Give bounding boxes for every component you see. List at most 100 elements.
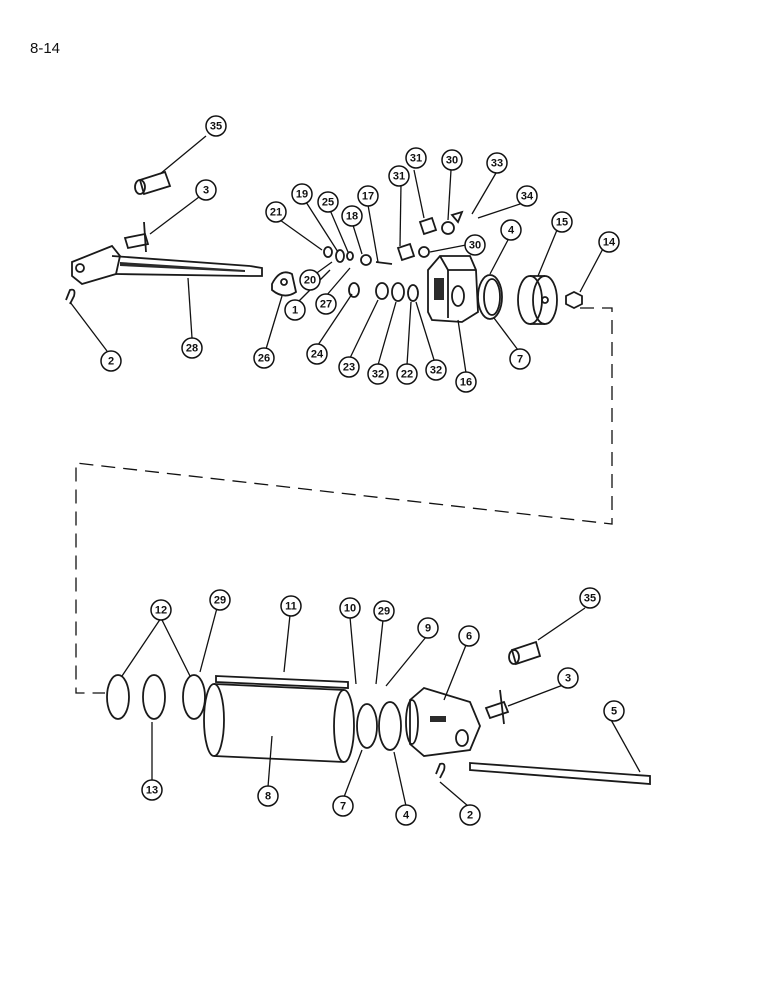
callout-label: 2 [467, 810, 473, 822]
callout-circle [458, 625, 480, 647]
callout-circle [315, 293, 337, 315]
callout-c32b: 32 [425, 359, 447, 381]
part-pin-35-upper [134, 170, 172, 196]
part-ring-7-lower [356, 703, 378, 749]
callout-circle [417, 617, 439, 639]
callout-c5: 5 [603, 700, 625, 722]
callout-label: 33 [491, 158, 503, 170]
callout-c7a: 7 [509, 348, 531, 370]
callout-label: 23 [343, 362, 355, 374]
callout-c30a: 30 [441, 149, 463, 171]
callout-c18: 18 [341, 205, 363, 227]
callout-c3b: 3 [557, 667, 579, 689]
callout-label: 12 [155, 605, 167, 617]
callout-circle [357, 185, 379, 207]
callout-label: 8 [265, 791, 271, 803]
callout-c2a: 2 [100, 350, 122, 372]
callout-circle [373, 600, 395, 622]
part-rod-28 [71, 244, 263, 285]
callout-c29a: 29 [209, 589, 231, 611]
callout-circle [459, 804, 481, 826]
callout-c11: 11 [280, 595, 302, 617]
callout-circle [500, 219, 522, 241]
callout-circle [141, 779, 163, 801]
callout-c30b: 30 [464, 234, 486, 256]
callout-circle [551, 211, 573, 233]
callout-circle [291, 183, 313, 205]
callout-circle [396, 363, 418, 385]
callout-c27: 27 [315, 293, 337, 315]
callout-circle [579, 587, 601, 609]
callout-label: 16 [460, 377, 472, 389]
callout-circle [603, 700, 625, 722]
callout-circle [441, 149, 463, 171]
part-piston-15 [517, 275, 558, 325]
part-nut-14 [565, 290, 583, 310]
callout-c14: 14 [598, 231, 620, 253]
callout-label: 35 [210, 121, 222, 133]
callout-label: 31 [410, 153, 422, 165]
callout-c29b: 29 [373, 600, 395, 622]
callout-circle [338, 356, 360, 378]
callout-label: 25 [322, 197, 334, 209]
callout-c8: 8 [257, 785, 279, 807]
callout-c22: 22 [396, 363, 418, 385]
callout-circle [209, 589, 231, 611]
callout-label: 34 [521, 191, 534, 203]
leader-lines [69, 135, 641, 807]
callout-label: 10 [344, 603, 356, 615]
part-cylinder-barrel-8 [203, 683, 355, 763]
callout-circle [425, 359, 447, 381]
callout-c7b: 7 [332, 795, 354, 817]
callout-c32a: 32 [367, 363, 389, 385]
callout-label: 27 [320, 299, 332, 311]
callout-label: 3 [565, 673, 571, 685]
callout-circle [516, 185, 538, 207]
callout-circle [181, 337, 203, 359]
callout-label: 20 [304, 275, 316, 287]
callout-c19: 19 [291, 183, 313, 205]
part-cotter-pin-2-upper [65, 288, 76, 305]
callout-label: 26 [258, 353, 270, 365]
page-number: 8-14 [30, 40, 61, 57]
callout-label: 31 [393, 171, 405, 183]
callout-c35b: 35 [579, 587, 601, 609]
callout-c6: 6 [458, 625, 480, 647]
callout-c33: 33 [486, 152, 508, 174]
callout-circle [405, 147, 427, 169]
part-rod-5 [469, 762, 651, 785]
callout-circle [265, 201, 287, 223]
part-ring-4-upper [477, 274, 503, 320]
callout-c17: 17 [357, 185, 379, 207]
callout-c20: 20 [299, 269, 321, 291]
callout-c12: 12 [150, 599, 172, 621]
callout-c23: 23 [338, 356, 360, 378]
callout-circle [306, 343, 328, 365]
callout-c35a: 35 [205, 115, 227, 137]
callout-label: 6 [466, 631, 472, 643]
callout-label: 9 [425, 623, 431, 635]
callout-label: 13 [146, 785, 158, 797]
callout-label: 29 [214, 595, 226, 607]
part-tie-rod-11 [215, 675, 349, 689]
callout-label: 19 [296, 189, 308, 201]
callout-label: 30 [469, 240, 481, 252]
callout-label: 29 [378, 606, 390, 618]
callout-label: 28 [186, 343, 198, 355]
part-cotter-pin-2-lower [435, 762, 446, 779]
callout-c4a: 4 [500, 219, 522, 241]
callout-circle [195, 179, 217, 201]
callout-circle [257, 785, 279, 807]
callout-label: 11 [285, 601, 297, 613]
part-ring-4-upper-inner [483, 278, 501, 316]
callout-c4b: 4 [395, 804, 417, 826]
callout-circle [367, 363, 389, 385]
callout-circle [598, 231, 620, 253]
callout-label: 15 [556, 217, 568, 229]
part-plugs-31 [396, 210, 464, 262]
callout-circle [486, 152, 508, 174]
callout-label: 17 [362, 191, 374, 203]
callout-circle [339, 597, 361, 619]
callout-c9: 9 [417, 617, 439, 639]
